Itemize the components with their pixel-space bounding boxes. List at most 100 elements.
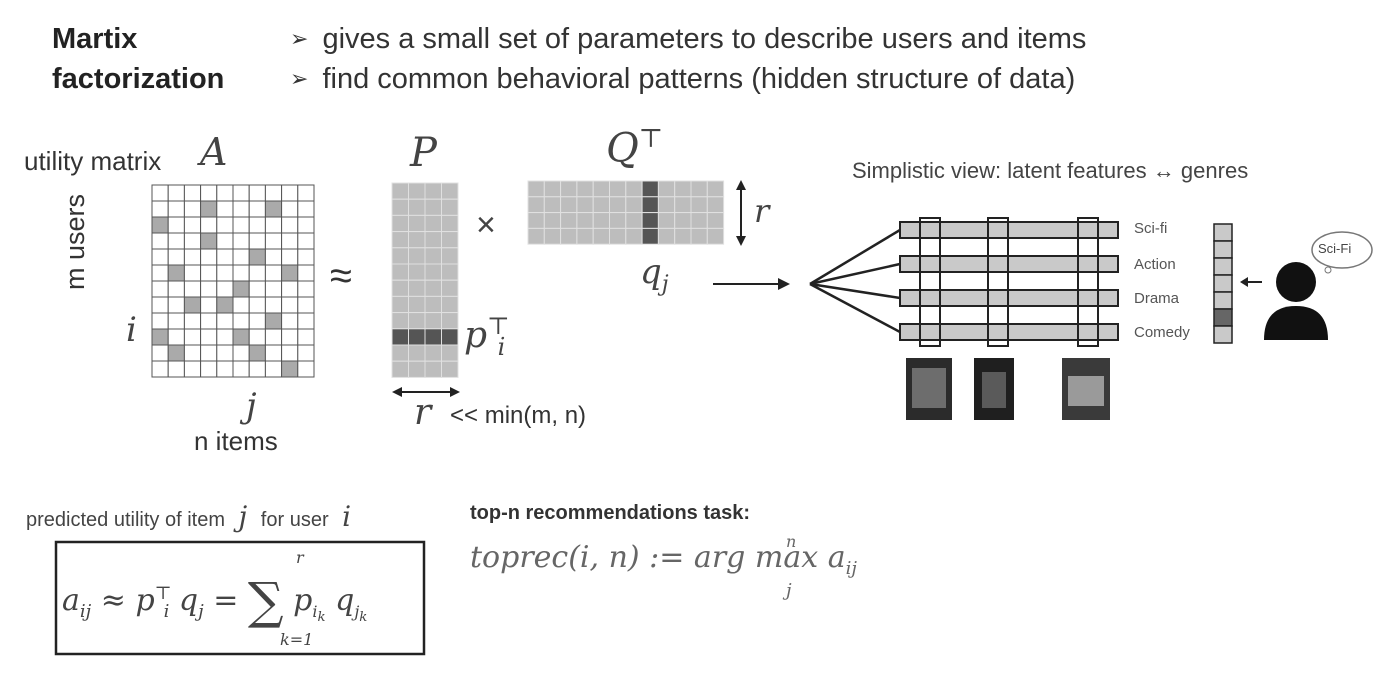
simplistic-view-text-left: Simplistic view: latent features bbox=[852, 158, 1147, 183]
matrix-a-cell bbox=[183, 312, 202, 330]
matrix-a-cell bbox=[281, 360, 299, 378]
title-line-2: factorization bbox=[52, 63, 225, 95]
q-matrix-cell bbox=[706, 196, 725, 214]
p-matrix-cell bbox=[424, 295, 442, 314]
q-matrix-cell bbox=[625, 196, 643, 214]
p-matrix-cell bbox=[408, 247, 426, 265]
movie-column bbox=[919, 217, 941, 347]
p-matrix-cell bbox=[408, 295, 426, 314]
p-matrix-cell bbox=[424, 247, 442, 265]
matrix-a-cell bbox=[151, 248, 169, 266]
p-matrix-cell bbox=[441, 198, 459, 216]
q-matrix-cell bbox=[543, 180, 562, 198]
q-matrix-cell bbox=[657, 212, 676, 229]
p-matrix-cell bbox=[441, 295, 459, 314]
q-matrix-cell bbox=[706, 180, 725, 198]
matrix-a-cell bbox=[232, 264, 250, 282]
matrix-a-cell bbox=[281, 248, 299, 266]
p-matrix-cell bbox=[408, 263, 426, 281]
times-symbol: × bbox=[476, 206, 496, 244]
p-matrix-cell bbox=[424, 198, 442, 216]
matrix-a-cell bbox=[248, 232, 266, 250]
thought-text: Sci-Fi bbox=[1318, 241, 1352, 256]
q-col-sub: j bbox=[661, 271, 669, 297]
formula-box bbox=[54, 540, 426, 656]
p-matrix-cell bbox=[391, 328, 409, 346]
matrix-a-cell bbox=[151, 344, 169, 362]
matrix-a-cell bbox=[183, 184, 202, 202]
p-row-letter: p bbox=[464, 315, 488, 356]
q-matrix-cell bbox=[657, 180, 676, 198]
rows-label: m users bbox=[60, 193, 90, 290]
matrix-a-cell bbox=[200, 296, 218, 314]
matrix-a-cell bbox=[151, 264, 169, 282]
q-matrix-cell bbox=[674, 227, 692, 245]
p-matrix-cell bbox=[441, 312, 459, 330]
person-arrow bbox=[1240, 277, 1262, 287]
p-matrix-cell bbox=[391, 344, 409, 362]
p-matrix-cell bbox=[424, 312, 442, 330]
p-row-label: p⊤i bbox=[464, 312, 510, 361]
matrix-a-cell bbox=[183, 296, 202, 314]
matrix-a-cell bbox=[281, 312, 299, 330]
matrix-a-cell bbox=[264, 328, 283, 346]
col-index: j bbox=[246, 386, 257, 426]
p-matrix-cell bbox=[391, 295, 409, 314]
matrix-a-cell bbox=[167, 184, 185, 202]
topn-formula: toprec(i, n) := arg max aij bbox=[470, 540, 857, 579]
q-matrix-cell bbox=[527, 212, 545, 229]
matrix-a-cell bbox=[167, 280, 185, 298]
max-upper: n bbox=[786, 532, 797, 551]
p-matrix-cell bbox=[391, 312, 409, 330]
p-matrix-cell bbox=[391, 182, 409, 200]
p-matrix-cell bbox=[391, 263, 409, 281]
matrix-a-cell bbox=[183, 200, 202, 218]
q-matrix-cell bbox=[527, 180, 545, 198]
topn-tail: a bbox=[827, 540, 846, 575]
q-matrix-cell bbox=[641, 212, 659, 229]
matrix-a-symbol: A bbox=[200, 130, 228, 174]
p-width-arrow bbox=[392, 387, 460, 397]
p-matrix-cell bbox=[441, 360, 459, 378]
matrix-a-cell bbox=[297, 248, 315, 266]
matrix-a-cell bbox=[248, 248, 266, 266]
p-matrix-cell bbox=[424, 279, 442, 297]
p-matrix-cell bbox=[408, 360, 426, 378]
genre-label-drama: Drama bbox=[1134, 290, 1180, 307]
p-matrix-cell bbox=[424, 328, 442, 346]
matrix-a-cell bbox=[167, 200, 185, 218]
prediction-label: predicted utility of item j for user i bbox=[26, 500, 351, 533]
matrix-a-cell bbox=[232, 216, 250, 234]
genre-label-scifi: Sci-fi bbox=[1134, 220, 1168, 237]
matrix-a-cell bbox=[183, 280, 202, 298]
feature-bars bbox=[899, 217, 1119, 347]
matrix-a-cell bbox=[216, 200, 234, 218]
fan-lines bbox=[809, 228, 901, 334]
p-matrix-cell bbox=[391, 214, 409, 233]
p-matrix-cell bbox=[424, 231, 442, 249]
q-matrix-cell bbox=[609, 212, 627, 229]
q-matrix-cell bbox=[560, 196, 578, 214]
matrix-a-cell bbox=[232, 200, 250, 218]
matrix-a-cell bbox=[232, 232, 250, 250]
q-matrix-cell bbox=[641, 227, 659, 245]
p-matrix-cell bbox=[441, 214, 459, 233]
q-height-arrow bbox=[736, 180, 746, 246]
q-matrix-cell bbox=[706, 227, 725, 245]
utility-matrix-label: utility matrix bbox=[24, 146, 162, 176]
matrix-a-cell bbox=[232, 184, 250, 202]
q-matrix-cell bbox=[706, 212, 725, 229]
matrix-a-cell bbox=[281, 216, 299, 234]
simplistic-view-label: Simplistic view: latent features ↔ genre… bbox=[852, 158, 1248, 184]
matrix-a-cell bbox=[297, 312, 315, 330]
matrix-a-cell bbox=[216, 328, 234, 346]
q-matrix-cell bbox=[576, 212, 594, 229]
matrix-a-cell bbox=[232, 296, 250, 314]
p-matrix-cell bbox=[391, 247, 409, 265]
movie-posters bbox=[906, 358, 1110, 420]
matrix-a-cell bbox=[248, 360, 266, 378]
matrix-a-cell bbox=[248, 200, 266, 218]
simplistic-view-text-right: genres bbox=[1180, 158, 1249, 183]
q-matrix-cell bbox=[641, 196, 659, 214]
genre-vector-cell bbox=[1213, 223, 1233, 242]
